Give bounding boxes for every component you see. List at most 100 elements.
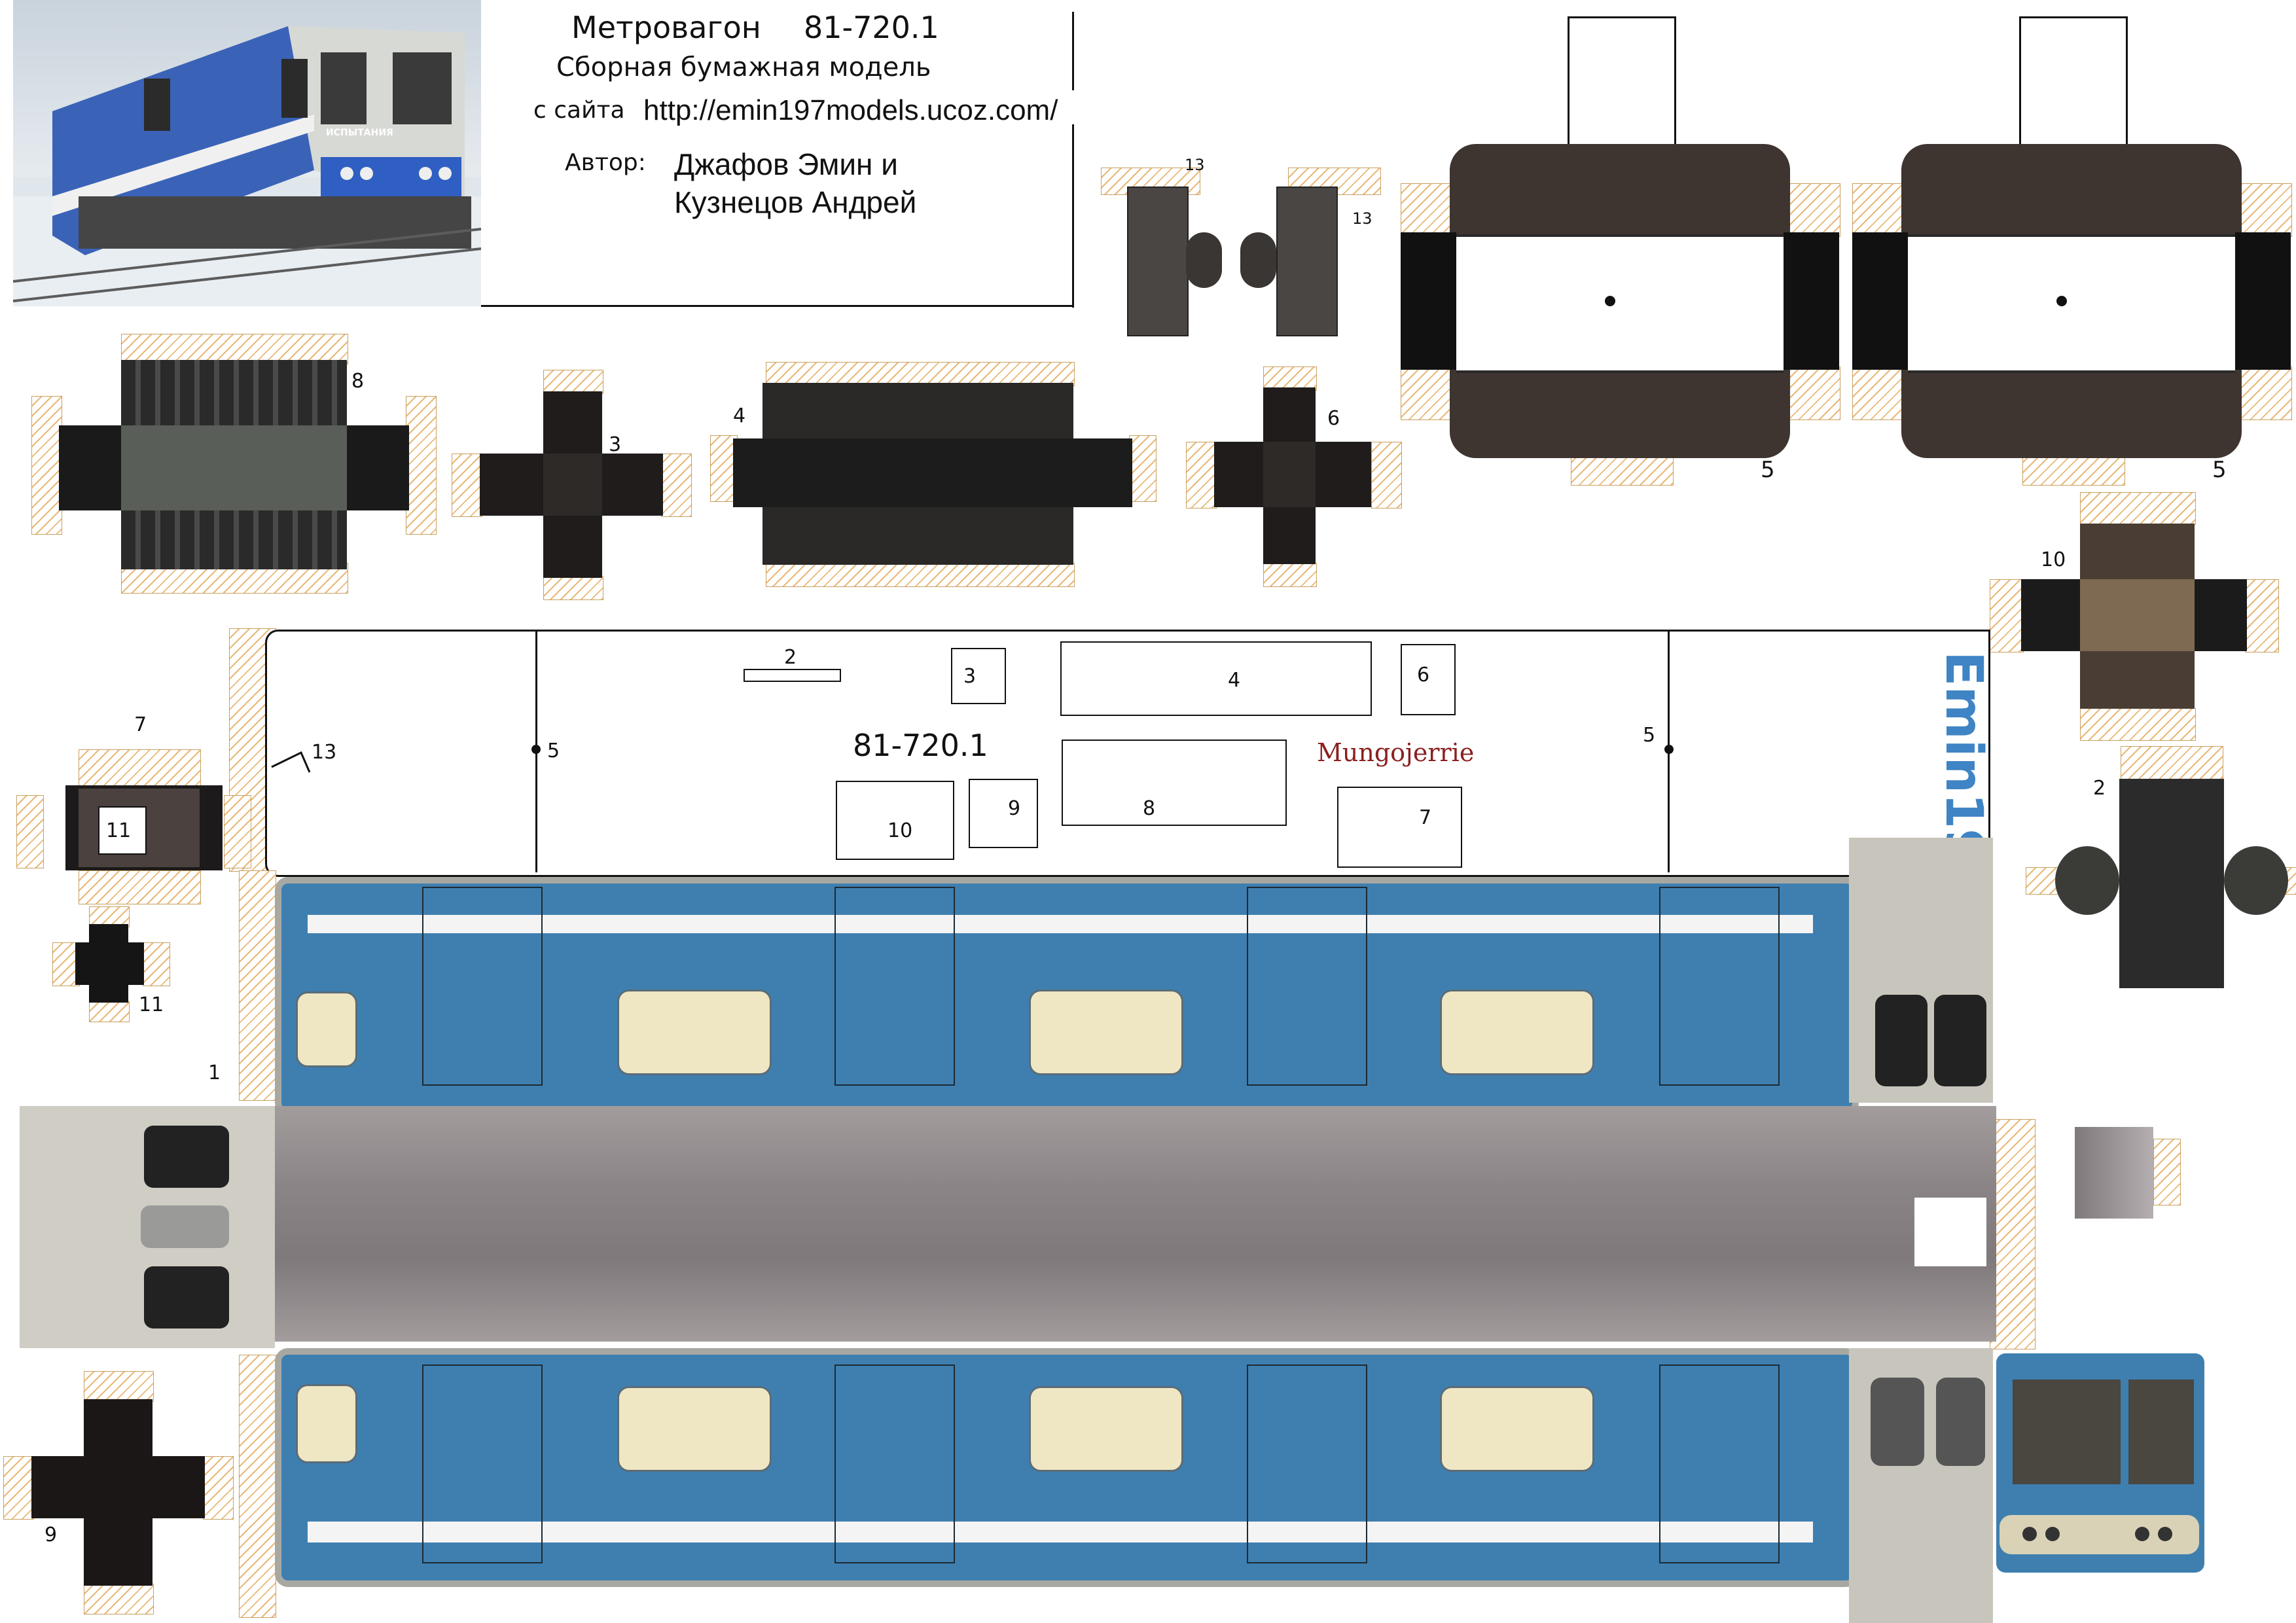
- headlight-2: [2045, 1527, 2060, 1541]
- header-title: Метровагон: [571, 10, 761, 45]
- bogie-left-frame-bottom: [1450, 366, 1790, 458]
- part-10-bottom: [2080, 651, 2195, 709]
- part-9-tab-bottom: [84, 1584, 154, 1614]
- bogie-left-side-l: [1401, 232, 1456, 370]
- roof-logo: Mungojerrie: [1317, 738, 1475, 767]
- upper-door-2: [834, 887, 955, 1086]
- photo-plate-text: ИСПЫТАНИЯ: [326, 128, 393, 138]
- header-photo: ИСПЫТАНИЯ: [13, 0, 481, 306]
- label-11-in-7: 11: [106, 819, 132, 842]
- lower-window-3: [1029, 1386, 1183, 1472]
- headlight-4: [2158, 1527, 2172, 1541]
- lower-front-window-2: [2128, 1380, 2194, 1484]
- header-rule-horizontal: [481, 305, 1073, 307]
- part-6-tab-left: [1186, 442, 1217, 508]
- part-9-tab-right: [203, 1456, 234, 1520]
- lower-cab-window-2: [1936, 1378, 1985, 1466]
- part-7-slot-11: [98, 806, 147, 855]
- header-author-line2: Кузнецов Андрей: [674, 185, 917, 219]
- bogie-left-pivot: [1605, 296, 1615, 306]
- roof-label-7: 7: [1419, 806, 1432, 829]
- header-site-label: с сайта: [533, 97, 625, 124]
- label-6: 6: [1327, 407, 1340, 430]
- roof-slot-9: [969, 779, 1038, 848]
- part-10-side-l: [2021, 579, 2080, 651]
- part-10-center: [2080, 579, 2195, 651]
- upper-door-1: [422, 887, 543, 1086]
- header-rule-vertical-2: [1072, 124, 1074, 308]
- bogie-right-tab-bottom2: [2232, 366, 2292, 420]
- bogie-right-center: [1908, 234, 2235, 373]
- small-grey-piece: [2075, 1127, 2153, 1219]
- part-10-side-r: [2195, 579, 2247, 651]
- part-7-tab-top: [79, 749, 201, 790]
- label-5-bogie-right: 5: [2212, 457, 2227, 483]
- part-8-top: [121, 360, 347, 425]
- part-4-center: [733, 438, 1132, 507]
- lower-cab-window-1: [1871, 1378, 1924, 1466]
- roof-slot-6: [1401, 644, 1456, 715]
- part-8-bottom: [121, 510, 347, 569]
- lower-door-1: [422, 1364, 543, 1563]
- part-9-tab-top: [84, 1371, 154, 1402]
- part-8-tab-right: [406, 396, 437, 535]
- label-3: 3: [609, 433, 622, 456]
- bogie-right-frame-top: [1901, 144, 2242, 236]
- lower-window-2: [617, 1386, 772, 1472]
- part-13-left-head: [1186, 232, 1222, 288]
- part-6-center: [1263, 442, 1316, 507]
- part-3-tab-bottom: [543, 576, 603, 600]
- upper-door-3: [1247, 887, 1367, 1086]
- roof-label-3: 3: [963, 665, 977, 688]
- roof-slot-2: [744, 669, 841, 682]
- part-6-tab-top: [1263, 366, 1317, 391]
- label-13-left: 13: [1185, 156, 1205, 174]
- roof-label-13: 13: [312, 741, 337, 764]
- roof-label-9: 9: [1008, 797, 1021, 820]
- roof-white-square: [1914, 1198, 1986, 1266]
- part-1-window-mid: [141, 1205, 229, 1248]
- lower-side-stripe: [308, 1522, 1813, 1543]
- label-8: 8: [351, 370, 365, 393]
- part-2-body: [2119, 779, 2224, 988]
- part-10-top: [2080, 524, 2195, 579]
- part-4-tab-bottom: [766, 563, 1075, 587]
- headlight-1: [2022, 1527, 2037, 1541]
- roof-slot-10: [836, 781, 954, 860]
- part-11-tab-right: [143, 942, 170, 986]
- upper-side-stripe: [308, 915, 1813, 933]
- train-illustration: [13, 26, 481, 302]
- upper-cab-window-2: [1934, 995, 1986, 1086]
- lower-door-4: [1659, 1364, 1780, 1563]
- part-1-window-bottom: [144, 1266, 229, 1329]
- bogie-right-tab-side2: [2232, 183, 2292, 237]
- part-3-tab-right: [661, 454, 692, 517]
- roof-model: 81-720.1: [853, 728, 988, 763]
- lower-door-2: [834, 1364, 955, 1563]
- part-2-wheel-left: [2055, 846, 2119, 915]
- bogie-left-tab: [1568, 16, 1676, 158]
- part-10-tab-right: [2245, 579, 2279, 652]
- part-4-top: [762, 383, 1073, 438]
- upper-door-4: [1659, 887, 1780, 1086]
- header-rule-vertical: [1072, 12, 1074, 90]
- part-13-right: [1276, 187, 1338, 336]
- header-subtitle: Сборная бумажная модель: [556, 52, 931, 82]
- roof-label-5-right: 5: [1643, 724, 1656, 747]
- roof-dot-left: [531, 745, 541, 754]
- roof-slot-7: [1337, 787, 1462, 868]
- label-11: 11: [139, 993, 164, 1016]
- part-8-side-r: [347, 425, 409, 510]
- part-3-center: [543, 454, 602, 516]
- lower-window-4: [1440, 1386, 1594, 1472]
- part-10-tab-left: [1990, 579, 2024, 652]
- label-5-bogie-left: 5: [1761, 457, 1775, 483]
- car-bottom-tab: [239, 1355, 276, 1618]
- part-4-tab-right: [1129, 435, 1157, 502]
- bogie-right-side-r: [2235, 232, 2291, 370]
- roof-mark-13: [271, 751, 311, 773]
- header-author-label: Автор:: [565, 149, 646, 176]
- part-8-center: [121, 425, 347, 510]
- part-7-tab-right: [224, 795, 251, 868]
- label-2: 2: [2093, 777, 2106, 800]
